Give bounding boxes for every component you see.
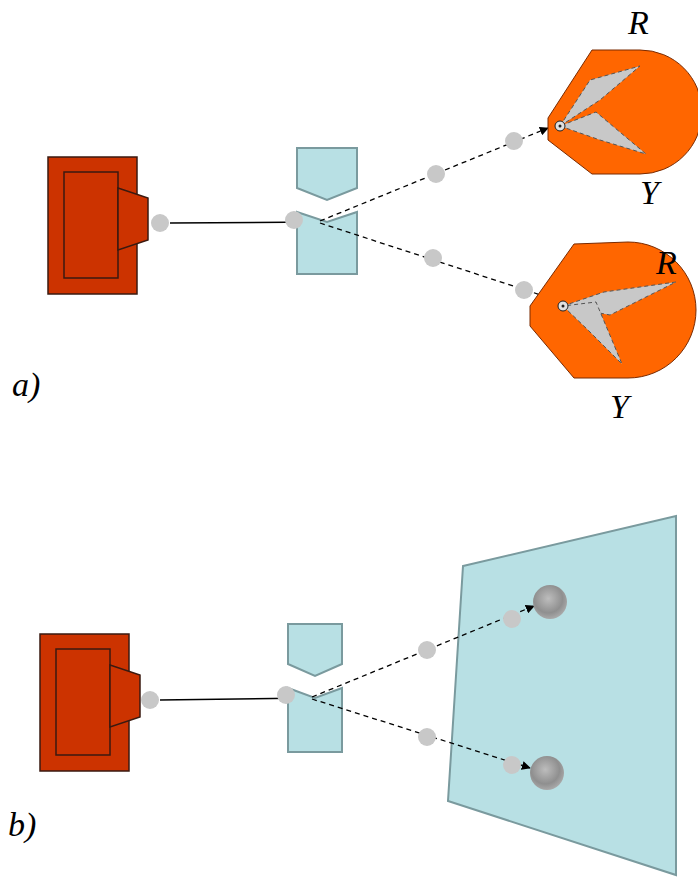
panel-label: b): [8, 808, 36, 842]
pointer-label: R: [628, 6, 649, 40]
panel-label: a): [12, 368, 40, 402]
pointer-label: Y: [640, 176, 659, 210]
pointer-label: R: [656, 246, 677, 280]
panel-a: [48, 50, 698, 378]
pointer-label: Y: [610, 390, 629, 424]
panel-b: [40, 516, 676, 875]
